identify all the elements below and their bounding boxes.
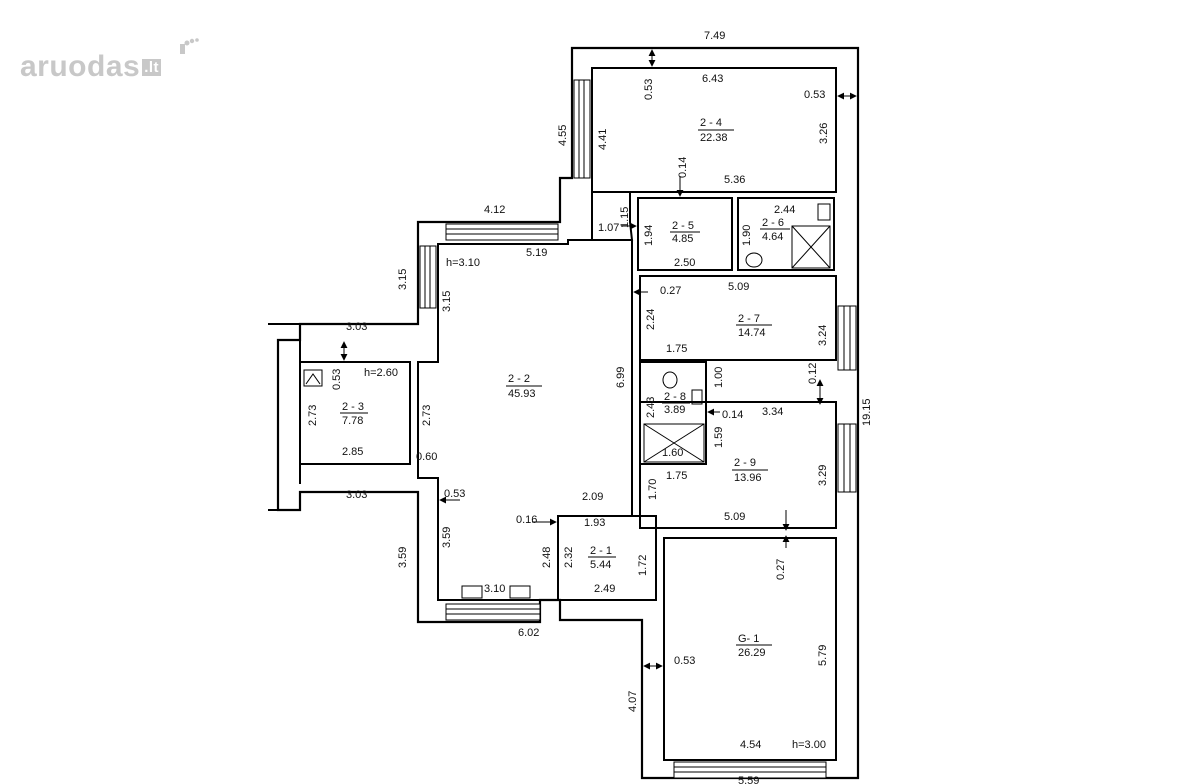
dimension-label: 2.32 bbox=[563, 547, 575, 568]
dimension-label: 1.93 bbox=[584, 517, 605, 529]
room-id: 2 - 9 bbox=[734, 457, 756, 469]
dimension-label: 0.16 bbox=[516, 514, 537, 526]
dimension-label: 3.34 bbox=[762, 406, 783, 418]
dimension-label: 3.10 bbox=[484, 583, 505, 595]
fixtures bbox=[303, 203, 831, 599]
dimension-label: 1.60 bbox=[662, 447, 683, 459]
height-label: h=3.00 bbox=[792, 739, 826, 751]
logo-brand: aruodas bbox=[20, 50, 141, 83]
dimension-label: 5.19 bbox=[526, 247, 547, 259]
room-id: 2 - 7 bbox=[738, 313, 760, 325]
dimension-label: 7.49 bbox=[704, 30, 725, 42]
room-area: 26.29 bbox=[738, 647, 766, 659]
height-label: h=2.60 bbox=[364, 367, 398, 379]
watermark-logo: aruodas.lt bbox=[20, 38, 199, 84]
dimension-label: 1.75 bbox=[666, 470, 687, 482]
dimension-label: 4.55 bbox=[557, 125, 569, 146]
dimension-label: 2.73 bbox=[307, 405, 319, 426]
dimension-label: 4.41 bbox=[597, 129, 609, 150]
dimension-label: 0.27 bbox=[660, 285, 681, 297]
dimension-label: 3.59 bbox=[397, 547, 409, 568]
dimension-label: 5.79 bbox=[817, 645, 829, 666]
dimension-label: 6.02 bbox=[518, 627, 539, 639]
dimension-label: 5.59 bbox=[738, 775, 759, 784]
room-id: 2 - 8 bbox=[664, 391, 686, 403]
exterior-walls bbox=[276, 46, 860, 780]
dimension-label: 1.90 bbox=[741, 225, 753, 246]
dimension-label: 5.09 bbox=[728, 281, 749, 293]
dimension-label: 0.53 bbox=[444, 488, 465, 500]
dimension-label: 4.12 bbox=[484, 204, 505, 216]
dimension-arrows bbox=[340, 49, 857, 670]
room-id: G- 1 bbox=[738, 633, 759, 645]
dimension-label: 2.09 bbox=[582, 491, 603, 503]
dimension-label: 0.53 bbox=[804, 89, 825, 101]
dimension-label: 3.03 bbox=[346, 321, 367, 333]
room-id: 2 - 4 bbox=[700, 117, 722, 129]
dimension-label: 0.27 bbox=[775, 559, 787, 580]
room-area: 7.78 bbox=[342, 415, 363, 427]
dimension-label: 2.50 bbox=[674, 257, 695, 269]
room-id: 2 - 2 bbox=[508, 373, 530, 385]
room-id: 2 - 1 bbox=[590, 545, 612, 557]
room-area: 4.85 bbox=[672, 233, 693, 245]
dimension-label: 4.07 bbox=[627, 691, 639, 712]
dimension-label: 1.72 bbox=[637, 555, 649, 576]
dimension-label: 1.15 bbox=[619, 207, 631, 228]
room-area: 14.74 bbox=[738, 327, 766, 339]
room-area: 45.93 bbox=[508, 388, 536, 400]
dimension-label: 1.59 bbox=[713, 427, 725, 448]
room-area: 22.38 bbox=[700, 132, 728, 144]
dimension-label: 2.49 bbox=[594, 583, 615, 595]
dimension-label: 3.29 bbox=[817, 465, 829, 486]
dimension-label: 0.53 bbox=[674, 655, 695, 667]
dimension-label: 1.00 bbox=[713, 367, 725, 388]
dimension-label: 2.73 bbox=[421, 405, 433, 426]
room-area: 4.64 bbox=[762, 231, 783, 243]
dimension-label: 6.99 bbox=[615, 367, 627, 388]
dimension-label: 3.26 bbox=[818, 123, 830, 144]
interior-walls bbox=[268, 67, 837, 761]
dimension-label: 2.24 bbox=[645, 309, 657, 330]
dimension-label: 3.15 bbox=[441, 291, 453, 312]
dimension-label: 0.14 bbox=[722, 409, 743, 421]
dimension-label: 0.12 bbox=[807, 363, 819, 384]
dimension-label: 4.54 bbox=[740, 739, 761, 751]
dimension-label: 3.24 bbox=[817, 325, 829, 346]
house-chimney-icon bbox=[180, 38, 199, 54]
dimension-label: 5.09 bbox=[724, 511, 745, 523]
dimension-label: 3.03 bbox=[346, 489, 367, 501]
room-area: 13.96 bbox=[734, 472, 762, 484]
dimension-label: 1.70 bbox=[647, 479, 659, 500]
dimension-label: 0.60 bbox=[416, 451, 437, 463]
dimension-label: 19.15 bbox=[861, 398, 873, 426]
height-labels: h=3.10 h=2.60 h=3.00 bbox=[364, 257, 826, 751]
dimension-label: 1.75 bbox=[666, 343, 687, 355]
room-labels: 2 - 4 22.38 2 - 5 4.85 2 - 6 4.64 2 - 7 … bbox=[340, 117, 790, 659]
dimension-label: 5.36 bbox=[724, 174, 745, 186]
room-id: 2 - 6 bbox=[762, 217, 784, 229]
room-area: 5.44 bbox=[590, 559, 611, 571]
room-id: 2 - 5 bbox=[672, 220, 694, 232]
dimension-labels: 7.49 6.43 0.53 0.53 4.55 4.41 3.26 0.14 … bbox=[307, 30, 873, 784]
dimension-label: 3.15 bbox=[397, 269, 409, 290]
windows bbox=[419, 79, 857, 779]
dimension-label: 3.59 bbox=[441, 527, 453, 548]
dimension-label: 0.53 bbox=[643, 79, 655, 100]
height-label: h=3.10 bbox=[446, 257, 480, 269]
dimension-label: 0.53 bbox=[331, 369, 343, 390]
dimension-label: 2.85 bbox=[342, 446, 363, 458]
dimension-label: 6.43 bbox=[702, 73, 723, 85]
dimension-label: 1.07 bbox=[598, 222, 619, 234]
dimension-label: 2.44 bbox=[774, 204, 795, 216]
room-id: 2 - 3 bbox=[342, 401, 364, 413]
dimension-label: 2.43 bbox=[645, 397, 657, 418]
dimension-label: 1.94 bbox=[643, 225, 655, 246]
logo-tld: .lt bbox=[142, 59, 162, 76]
dimension-label: 0.14 bbox=[677, 157, 689, 178]
room-area: 3.89 bbox=[664, 404, 685, 416]
dimension-label: 2.48 bbox=[541, 547, 553, 568]
